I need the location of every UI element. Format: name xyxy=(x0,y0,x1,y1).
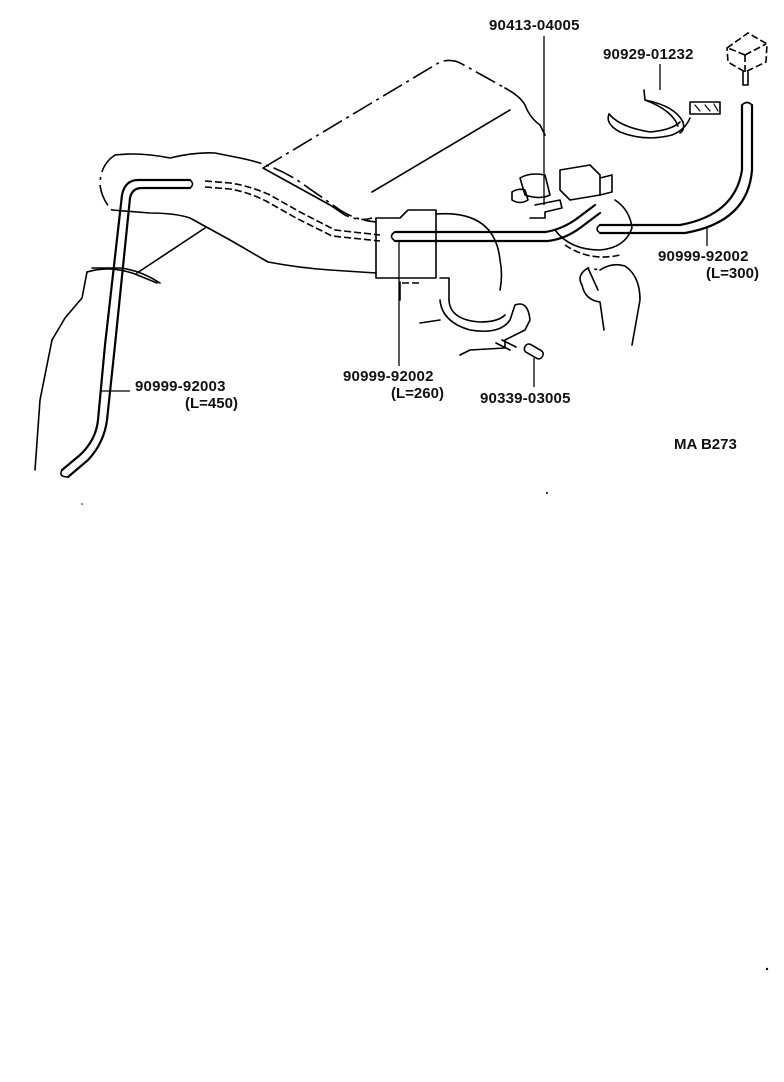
lower-right-duct xyxy=(579,263,641,346)
part-label-90339-03005[interactable]: 90339-03005 xyxy=(480,390,571,407)
hose-L300 xyxy=(596,101,754,235)
hose-L260 xyxy=(390,203,602,243)
hose-coupling xyxy=(375,209,437,279)
hose-clip xyxy=(34,267,161,471)
part-label-90999-92003-l450[interactable]: 90999-92003 xyxy=(135,378,226,395)
part-label-90413-04005[interactable]: 90413-04005 xyxy=(489,17,580,34)
leader-lines xyxy=(101,36,708,392)
plug-part xyxy=(495,339,544,360)
part-label-90929-01232[interactable]: 90929-01232 xyxy=(603,46,694,63)
length-label-l450: (L=450) xyxy=(185,395,238,412)
throttle-elbow xyxy=(399,212,531,356)
diagram-code: MA B273 xyxy=(674,436,737,453)
length-label-l300: (L=300) xyxy=(706,265,759,282)
cap-part xyxy=(726,32,768,86)
hose-L450 xyxy=(60,178,381,479)
clamp-bracket-part xyxy=(607,89,721,139)
part-label-90999-92002-l260[interactable]: 90999-92002 xyxy=(343,368,434,385)
intake-hose xyxy=(99,152,377,274)
part-label-90999-92002-l300[interactable]: 90999-92002 xyxy=(658,248,749,265)
engine-outline xyxy=(136,59,546,274)
length-label-l260: (L=260) xyxy=(391,385,444,402)
vsv-assembly xyxy=(511,164,633,258)
